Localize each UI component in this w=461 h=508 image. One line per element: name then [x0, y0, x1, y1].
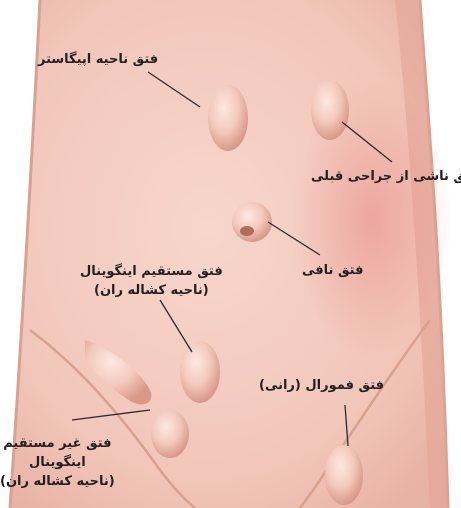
umbilical-bulge [232, 202, 272, 242]
label-epigastric-hernia: فتق ناحیه اپیگاستر [38, 50, 158, 69]
indirect-inguinal-bulge [151, 410, 189, 458]
label-direct-inguinal-hernia: فتق مستقیم اینگوینال (ناحیه کشاله ران) [80, 262, 223, 300]
direct-inguinal-bulge [180, 341, 220, 403]
label-femoral-hernia: فتق فمورال (رانی) [259, 376, 384, 395]
epigastric-bulge [208, 85, 248, 151]
label-incisional-hernia: فتق ناشی از جراحی قبلی [311, 167, 461, 186]
label-indirect-inguinal-hernia: فتق غیر مستقیم اینگوینال (ناحیه کشاله را… [0, 434, 115, 491]
umbilicus [240, 226, 254, 236]
incisional-bulge [311, 80, 349, 140]
label-umbilical-hernia: فتق نافی [302, 261, 364, 280]
femoral-bulge [325, 445, 363, 505]
